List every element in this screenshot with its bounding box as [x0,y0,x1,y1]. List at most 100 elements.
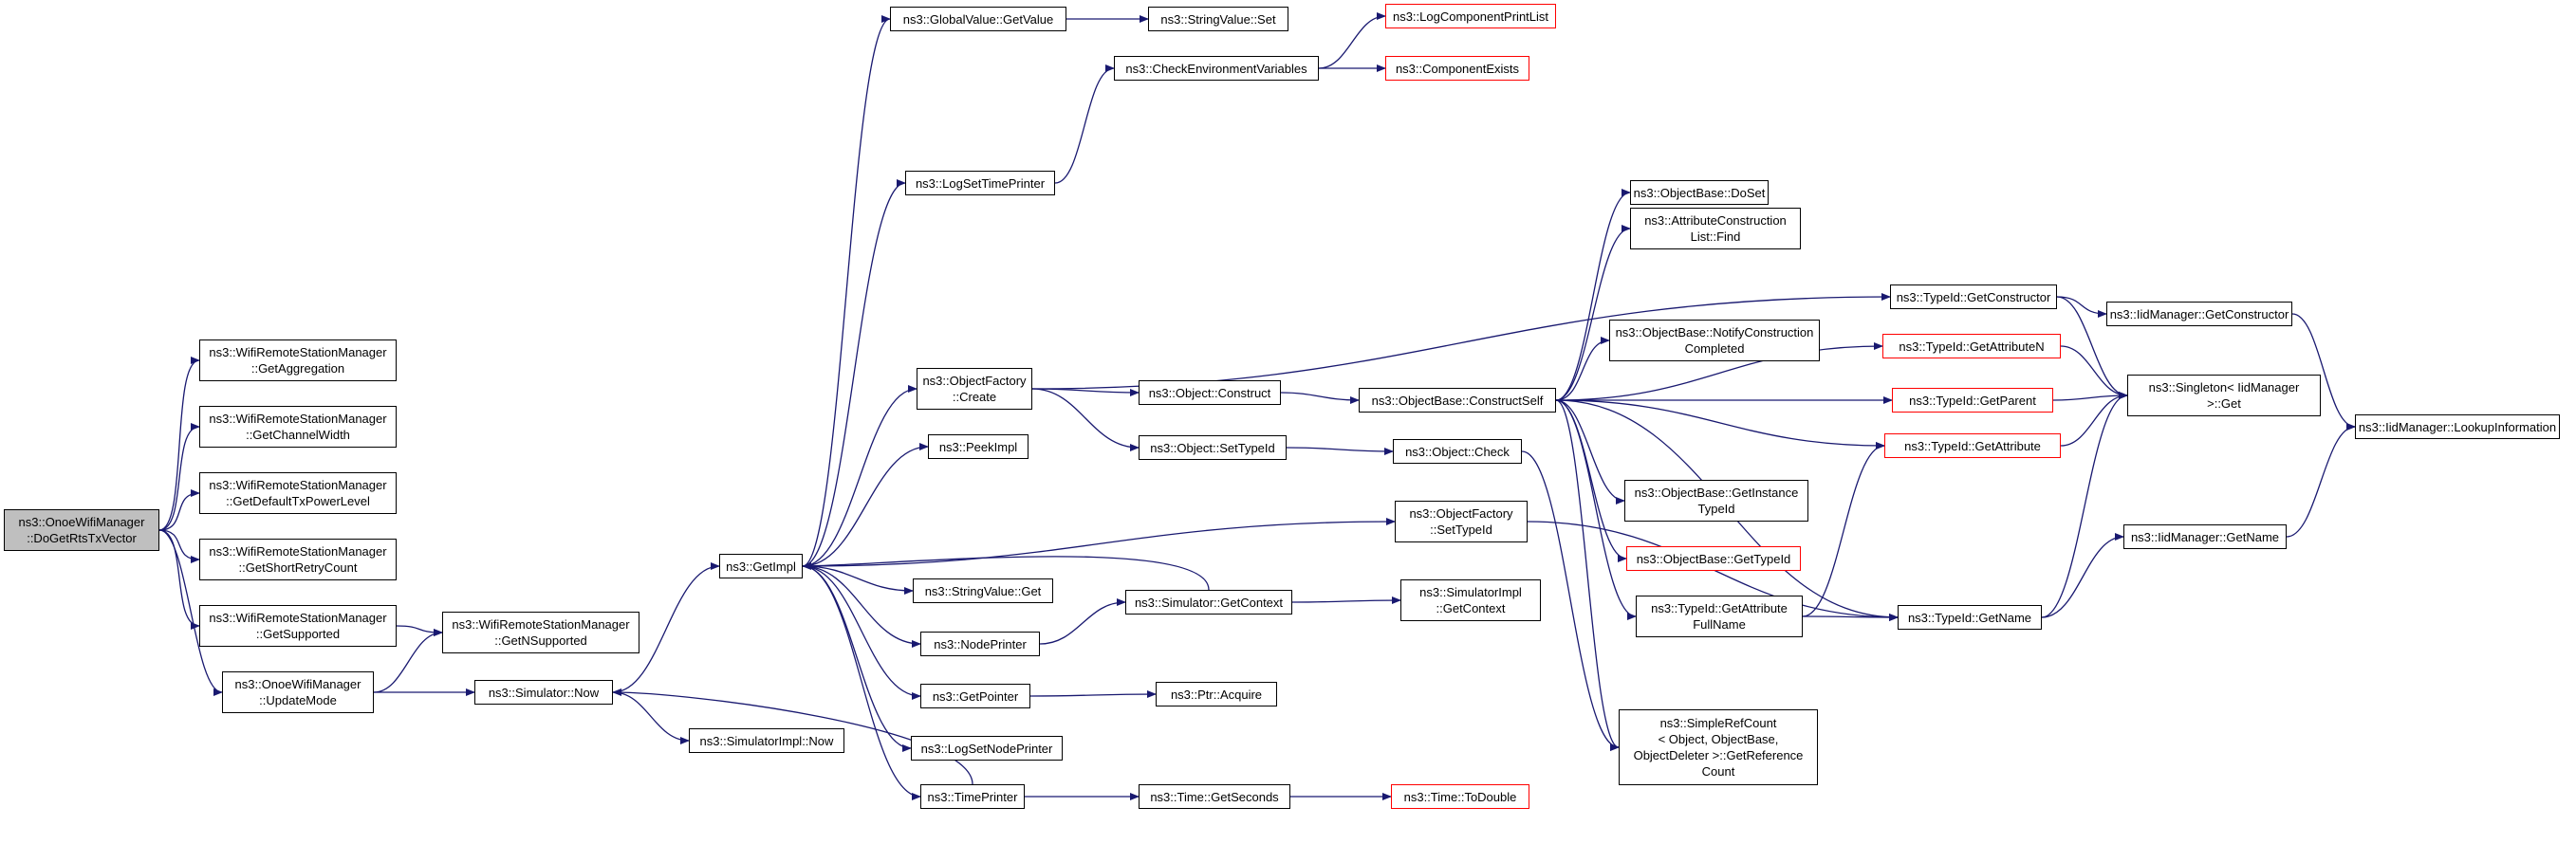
graph-node-label: ns3::StringValue::Set [1160,11,1276,27]
graph-node[interactable]: ns3::ObjectFactory::SetTypeId [1395,501,1528,542]
graph-node[interactable]: ns3::LogComponentPrintList [1385,4,1556,28]
graph-node[interactable]: ns3::LogSetNodePrinter [911,736,1063,761]
graph-edge [158,423,200,531]
graph-node[interactable]: ns3::Time::GetSeconds [1139,784,1290,809]
graph-node-label: ns3::LogSetNodePrinter [920,741,1053,756]
graph-node[interactable]: ns3::TypeId::GetParent [1892,388,2053,413]
graph-edge [802,565,914,595]
graph-edge [1802,442,1885,617]
graph-node[interactable]: ns3::Ptr::Acquire [1156,682,1277,706]
graph-node-label: ns3::TypeId::GetAttribute [1651,601,1788,615]
graph-edge [802,556,1210,591]
graph-edge [2041,533,2124,618]
graph-node[interactable]: ns3::Object::Check [1393,439,1522,464]
graph-node[interactable]: ns3::SimulatorImpl::GetContext [1400,579,1541,621]
graph-node[interactable]: ns3::Time::ToDouble [1391,784,1529,809]
graph-edge [2060,345,2128,399]
graph-edge [1555,399,1637,620]
graph-node[interactable]: ns3::TimePrinter [920,784,1025,809]
graph-node-label: ns3::ObjectFactory [922,374,1027,388]
graph-edge [802,385,917,567]
graph-node[interactable]: ns3::WifiRemoteStationManager::GetShortR… [199,539,397,580]
graph-node-label: ns3::WifiRemoteStationManager [209,478,387,492]
graph-node-label: >::Get [2207,396,2241,411]
graph-node[interactable]: ns3::ObjectBase::GetTypeId [1626,546,1801,571]
graph-node-label: ::SetTypeId [1430,523,1492,537]
graph-node[interactable]: ns3::TypeId::GetAttributeN [1882,334,2061,358]
graph-node-label: ::GetSupported [255,627,341,641]
graph-node[interactable]: ns3::GetImpl [719,554,803,578]
graph-edge [1318,12,1386,69]
graph-node[interactable]: ns3::GetPointer [920,684,1030,708]
graph-node[interactable]: ns3::LogSetTimePrinter [905,171,1055,195]
graph-node-label: ::DoGetRtsTxVector [27,531,137,545]
graph-node[interactable]: ns3::Object::Construct [1139,380,1281,405]
graph-node[interactable]: ns3::WifiRemoteStationManager::GetNSuppo… [442,612,639,653]
graph-node[interactable]: ns3::ObjectFactory::Create [917,368,1032,410]
graph-node-label: ns3::Object::Check [1405,444,1510,459]
graph-node-label: ns3::SimulatorImpl::Now [699,733,834,748]
graph-node[interactable]: ns3::WifiRemoteStationManager::GetDefaul… [199,472,397,514]
graph-node-label: ns3::WifiRemoteStationManager [209,412,387,426]
graph-node-label: ObjectDeleter >::GetReference [1633,748,1804,762]
graph-node[interactable]: ns3::SimulatorImpl::Now [689,728,844,753]
graph-edge [1555,189,1631,401]
graph-node[interactable]: ns3::Singleton< IidManager>::Get [2127,375,2321,416]
graph-node-label: ns3::AttributeConstruction [1644,213,1787,228]
graph-node[interactable]: ns3::Object::SetTypeId [1139,435,1287,460]
graph-node[interactable]: ns3::WifiRemoteStationManager::GetAggreg… [199,339,397,381]
graph-node[interactable]: ns3::TypeId::GetAttribute [1884,433,2061,458]
graph-node-label: ns3::SimpleRefCount [1659,716,1777,730]
graph-node[interactable]: ns3::SimpleRefCount< Object, ObjectBase,… [1619,709,1818,785]
graph-node-label: ::GetNSupported [494,633,587,648]
graph-edge [1039,598,1126,645]
graph-edge [158,529,223,696]
graph-node-label: ns3::OnoeWifiManager [18,515,145,529]
graph-edge [2291,313,2356,431]
graph-node-label: ns3::WifiRemoteStationManager [209,611,387,625]
graph-edge [1286,447,1394,455]
graph-node-label: ns3::TypeId::GetName [1907,610,2032,625]
graph-node-label: ::GetDefaultTxPowerLevel [226,494,370,508]
graph-node-label: ns3::Time::GetSeconds [1150,789,1279,804]
graph-edge [802,443,929,567]
graph-node[interactable]: ns3::StringValue::Set [1148,7,1288,31]
graph-node-label: ns3::LogSetTimePrinter [915,175,1046,191]
graph-node-label: ns3::SimulatorImpl [1419,585,1522,599]
graph-node[interactable]: ns3::Simulator::GetContext [1125,590,1292,615]
graph-node[interactable]: ns3::Simulator::Now [474,680,613,705]
graph-node[interactable]: ns3::GlobalValue::GetValue [890,7,1066,31]
graph-edge [1555,225,1631,401]
graph-node[interactable]: ns3::ObjectBase::DoSet [1630,180,1769,205]
graph-node-label: Completed [1684,341,1745,356]
graph-node[interactable]: ns3::WifiRemoteStationManager::GetSuppor… [199,605,397,647]
graph-node-label: ns3::Simulator::Now [488,685,600,700]
graph-node-label: ns3::Time::ToDouble [1403,789,1517,804]
graph-node[interactable]: ns3::TypeId::GetConstructor [1890,284,2057,309]
graph-edge [2286,423,2356,538]
graph-node-label: ::GetContext [1436,601,1506,615]
graph-node[interactable]: ns3::StringValue::Get [913,578,1053,603]
graph-edge [802,565,921,648]
graph-node[interactable]: ns3::PeekImpl [928,434,1029,459]
graph-node[interactable]: ns3::ObjectBase::ConstructSelf [1359,388,1556,413]
graph-node[interactable]: ns3::IidManager::GetConstructor [2106,302,2292,326]
graph-node[interactable]: ns3::OnoeWifiManager::UpdateMode [222,671,374,713]
graph-node[interactable]: ns3::NodePrinter [920,632,1040,656]
graph-node-label: ns3::WifiRemoteStationManager [209,345,387,359]
graph-node[interactable]: ns3::WifiRemoteStationManager::GetChanne… [199,406,397,448]
graph-edge [1555,399,1885,450]
graph-node[interactable]: ns3::IidManager::GetName [2123,524,2287,549]
graph-node[interactable]: ns3::CheckEnvironmentVariables [1114,56,1319,81]
graph-edge [1555,399,1625,505]
graph-node[interactable]: ns3::TypeId::GetName [1898,605,2042,630]
graph-edge [1054,64,1115,184]
graph-node-label: ns3::Simulator::GetContext [1134,595,1284,610]
graph-node-label: ns3::TypeId::GetAttribute [1904,438,2041,453]
graph-node[interactable]: ns3::ComponentExists [1385,56,1529,81]
graph-node[interactable]: ns3::IidManager::LookupInformation [2355,414,2560,439]
